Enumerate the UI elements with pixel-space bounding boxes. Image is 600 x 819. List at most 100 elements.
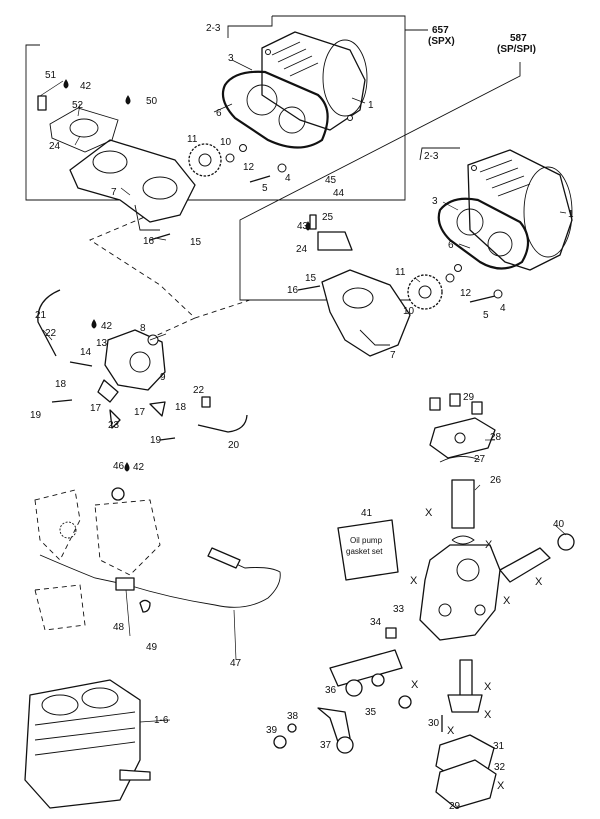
callout-label: 3: [432, 196, 438, 207]
variant-587-model: (SP/SPI): [497, 44, 536, 55]
callout-label: 42: [101, 321, 113, 332]
assembly-line-pump: [119, 317, 196, 353]
gear-spx: [188, 143, 222, 177]
assembly-line-intake: [89, 199, 251, 319]
pump-small-parts: [385, 627, 443, 732]
callout-label: 11: [395, 267, 406, 278]
pump-lever-parts: [51, 361, 211, 441]
callout-label: 26: [490, 475, 502, 486]
callout-label: 16: [143, 236, 155, 247]
gasket-set-line1: Oil pump: [350, 536, 383, 545]
callout-label: 48: [113, 622, 125, 633]
callout-label: 19: [30, 410, 42, 421]
fasteners-sp: [297, 214, 503, 303]
variant-657-number: 657: [432, 25, 449, 36]
callout-label: 15: [190, 237, 202, 248]
callout-label: 21: [35, 310, 47, 321]
callout-label: 12: [243, 162, 255, 173]
callout-label: 23: [108, 420, 120, 431]
intake-manifold-sp: [321, 269, 411, 357]
callout-label: 12: [460, 288, 472, 299]
callout-label: 45: [325, 175, 337, 186]
callout-label: 33: [393, 604, 405, 615]
x-mark: X: [497, 780, 505, 792]
callout-label: 39: [266, 725, 278, 736]
cover-o-ring-spx: [221, 70, 329, 149]
variant-657-model: (SPX): [428, 36, 455, 47]
callout-label: 19: [150, 435, 162, 446]
callout-label: 16: [287, 285, 299, 296]
variant-587-number: 587: [510, 33, 527, 44]
callout-label: 52: [72, 100, 84, 111]
callout-label: 51: [45, 70, 57, 81]
callout-label: 22: [45, 328, 57, 339]
callout-label: 41: [361, 508, 373, 519]
sealant-drop-icon: [91, 319, 97, 329]
callout-label: 29: [463, 392, 475, 403]
callout-label: 36: [325, 685, 337, 696]
x-mark: X: [411, 679, 419, 691]
oil-injection-pump-body: [419, 544, 501, 641]
callout-label: 46: [113, 461, 125, 472]
callout-label: 40: [553, 519, 565, 530]
x-mark: X: [447, 725, 455, 737]
callout-label: 47: [230, 658, 242, 669]
callout-label: 7: [390, 350, 396, 361]
callout-label: 29: [449, 801, 461, 812]
gasket-set-package-41: Oil pump gasket set: [337, 519, 399, 581]
pump-lever-37: [273, 707, 354, 754]
circlip-27: [439, 456, 481, 463]
callout-label: 1: [368, 100, 374, 111]
spx-group-bracket: [25, 15, 428, 201]
callout-label: 7: [111, 187, 117, 198]
gear-sp: [407, 274, 443, 310]
callout-label: 6: [216, 108, 222, 119]
callout-label: 11: [187, 134, 198, 145]
check-valve-40: [499, 533, 575, 583]
engine-block-1-6: [24, 679, 151, 809]
sealant-drop-icon: [125, 95, 131, 105]
callout-label: 3: [228, 53, 234, 64]
callout-label: 5: [262, 183, 268, 194]
callout-label: 50: [146, 96, 158, 107]
callout-label: 18: [55, 379, 67, 390]
callout-label: 43: [297, 221, 309, 232]
x-mark: X: [410, 575, 418, 587]
callout-label: 2-3: [206, 23, 221, 34]
callout-label: 6: [448, 240, 454, 251]
callout-label: 28: [490, 432, 502, 443]
x-mark: X: [484, 709, 492, 721]
callout-label: 2-3: [424, 151, 439, 162]
fasteners-spx: [37, 95, 287, 241]
x-mark: X: [484, 681, 492, 693]
callout-label: 5: [483, 310, 489, 321]
callout-label: 10: [220, 137, 232, 148]
sp-group-bracket: [239, 62, 521, 301]
callout-label: 1-6: [154, 715, 169, 726]
throttle-cable-47: [39, 551, 281, 608]
callout-label: 31: [493, 741, 505, 752]
pump-cover-28: [429, 417, 496, 459]
sealant-drop-icon: [124, 462, 130, 472]
callout-label: 18: [175, 402, 187, 413]
callout-label: 4: [285, 173, 291, 184]
rotary-valve-cover-spx: [261, 31, 368, 131]
callout-label: 49: [146, 642, 158, 653]
x-mark: X: [425, 507, 433, 519]
gasket-set-line2: gasket set: [346, 547, 383, 556]
callout-label: 17: [134, 407, 146, 418]
cover-o-ring-sp: [437, 197, 530, 270]
callout-label: 34: [370, 617, 382, 628]
x-mark: X: [535, 576, 543, 588]
callout-label: 24: [296, 244, 308, 255]
callout-label: 10: [403, 306, 415, 317]
callout-label: 27: [474, 454, 486, 465]
callout-label: 4: [500, 303, 506, 314]
callout-label: 24: [49, 141, 61, 152]
callout-label: 42: [80, 81, 92, 92]
oil-line-20: [197, 414, 248, 433]
callout-label: 14: [80, 347, 92, 358]
x-mark: X: [485, 539, 493, 551]
callout-label: 9: [160, 372, 166, 383]
